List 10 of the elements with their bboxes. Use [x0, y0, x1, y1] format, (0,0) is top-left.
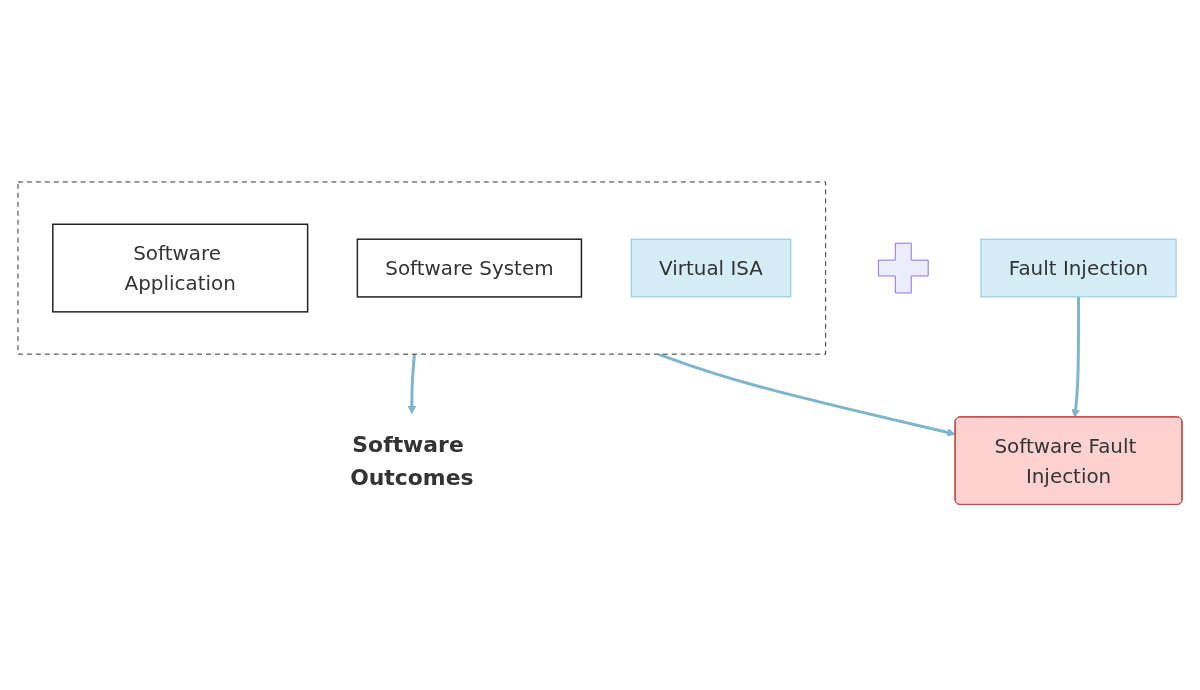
cluster — [17, 181, 827, 355]
node-text: Software Outcomes — [350, 432, 474, 490]
node-box: Software Application — [52, 223, 309, 313]
arrow — [407, 354, 417, 415]
node-plus — [877, 242, 929, 294]
arrow — [657, 353, 956, 437]
arrow — [1071, 297, 1080, 419]
node-box: Software System — [356, 238, 583, 298]
node-box: Fault Injection — [980, 239, 1177, 298]
node-box: Virtual ISA — [630, 239, 792, 298]
